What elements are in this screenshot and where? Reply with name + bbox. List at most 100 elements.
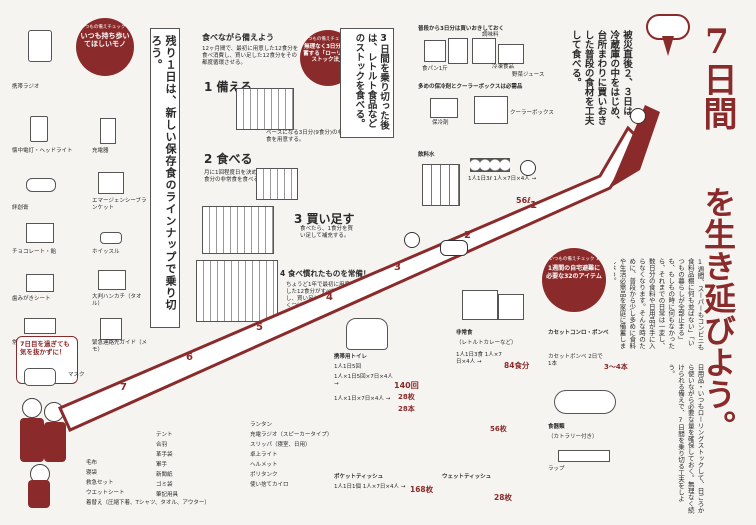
bottom-col1-2: 救急セット bbox=[86, 480, 114, 486]
bottom-list: 毛布 寝袋 救急セット ウエットシート 着替え（圧縮下着、Tシャツ、タオル、アウ… bbox=[86, 422, 346, 520]
right-item-2: ホイッスル bbox=[92, 249, 120, 255]
stock-packs-1 bbox=[236, 88, 294, 130]
track-number-1: 1 bbox=[530, 200, 537, 211]
track-number-5: 5 bbox=[256, 322, 263, 333]
right-body-text: 1週間、スーパーもコンビニも食料品棚に何も並ばない」「いつもの暮らしが全部止まる… bbox=[614, 258, 704, 352]
phrase-vertical: 残り１日は、新しい保存食のラインナップで乗り切ろう。 bbox=[150, 28, 180, 328]
fridge-item-2: 冷凍食品 bbox=[492, 64, 515, 70]
right-item-0: 充電器 bbox=[92, 148, 109, 154]
food-sub: （レトルトカレーなど） bbox=[456, 340, 517, 346]
rolling-stock: 食べながら備えよう 12ヶ月間で、最初に用意した12食分を食べ消費し、買い足した… bbox=[196, 30, 370, 360]
bottom-col3-2: スリッパ（寝室、日用） bbox=[250, 442, 311, 448]
right-body-text-2: 日用品・いつもローリングストックして、日ごろから使いながら必要な量を確保しておく… bbox=[626, 364, 704, 514]
rolling-intro-body: 12ヶ月間で、最初に用意した12食分を食べ消費し、買い足した12食分をその都度循… bbox=[202, 46, 299, 67]
blanket-icon bbox=[98, 172, 124, 194]
sticker-1: いつもの備えチェック 1 1週間の自宅避難に必要な32のアイテム bbox=[542, 248, 606, 312]
stock-packs-2 bbox=[256, 168, 298, 200]
sticker-2-main: 無理なく3日分を備蓄する「ローリングストック法」 bbox=[303, 44, 353, 64]
phrase3-text: 被災直後２、３日は、冷蔵庫の中をはじめ、台所まわりに買いおきした普段の食材を工夫… bbox=[569, 30, 632, 125]
medicine-icon bbox=[24, 318, 56, 334]
bottom-col2-6: 筆記用具 bbox=[156, 492, 179, 498]
water-note: 1人1日3ℓ 1人×7日×4人 → bbox=[468, 176, 537, 182]
figure-walker bbox=[404, 232, 420, 248]
bandage-icon bbox=[26, 178, 56, 192]
seasoning-icon bbox=[448, 38, 468, 64]
right-item-3: 大判ハンカチ（タオル） bbox=[92, 294, 142, 307]
food-can-icon bbox=[462, 290, 498, 320]
fridge-item-0: 食パン1斤 bbox=[422, 66, 448, 72]
whistle-icon bbox=[100, 232, 122, 244]
step3-body: 食べたら、1食分を買い足して補充する。 bbox=[300, 226, 353, 240]
phrase2: 3日間を乗り切った後は、レトルト食品などのストックを食べる。 bbox=[340, 28, 394, 138]
guide-icon bbox=[100, 318, 122, 340]
ice-label: 保冷剤 bbox=[432, 120, 449, 126]
flashlight-icon bbox=[30, 116, 48, 142]
toilet-row2: 1人×1日×7日×4人 → bbox=[334, 396, 391, 402]
family-heads bbox=[470, 158, 510, 172]
stock-packs-3 bbox=[202, 206, 274, 254]
gas-section: カセットコンロ・ボンベ カセットボンベ 2日で1本 3〜4本 bbox=[548, 330, 634, 390]
right-body-text-content: 1週間、スーパーもコンビニも食料品棚に何も並ばない」「いつもの暮らしが全部止まる… bbox=[614, 258, 704, 351]
bottom-col1-0: 毛布 bbox=[86, 460, 98, 466]
track-number-6: 6 bbox=[186, 352, 193, 363]
track-number-3: 3 bbox=[394, 262, 401, 273]
tissue-note: 1人1日1個 1人×7日×4人 → bbox=[334, 484, 406, 490]
bottom-col2-1: 合羽 bbox=[156, 442, 168, 448]
tissue-count: 168枚 bbox=[410, 485, 434, 494]
bottom-col2-4: 新聞紙 bbox=[156, 472, 173, 478]
toilet-count2: 28枚 bbox=[398, 393, 415, 401]
bottom-col2-0: テント bbox=[156, 432, 173, 438]
left-item-4: 歯みがきシート bbox=[12, 296, 51, 302]
toilet-sub: 1人1日5回 bbox=[334, 364, 361, 370]
bottom-col1-3: ウエットシート bbox=[86, 490, 125, 496]
left-item-0: 携帯ラジオ bbox=[12, 84, 40, 90]
fridge-title: 普段から3日分は買いおきしておく bbox=[418, 26, 504, 32]
sheet-icon bbox=[26, 274, 54, 292]
fridge-section: 普段から3日分は買いおきしておく 食パン1斤 調味料 冷凍食品 野菜ジュース 多… bbox=[418, 26, 554, 146]
supplies-count: 56枚 bbox=[490, 425, 507, 433]
track-number-4: 4 bbox=[326, 292, 333, 303]
sticker-3: いつもの備えチェック 3 いつも持ち歩いてほしいモノ bbox=[76, 18, 134, 76]
toilet-section: 携帯用トイレ 1人1日5回 1人×1日5回×7日×4人 → 140回 1人×1日… bbox=[334, 318, 426, 428]
track-number-7: 7 bbox=[120, 382, 127, 393]
supplies-section: 食器類 （カトラリー付き） ラップ 56枚 bbox=[490, 384, 638, 504]
sticker-3-main: いつも持ち歩いてほしいモノ bbox=[80, 32, 130, 49]
toilet-icon bbox=[346, 318, 388, 350]
towel-icon bbox=[98, 270, 126, 290]
mask-icon bbox=[24, 368, 56, 386]
frozen-icon bbox=[472, 38, 496, 64]
bottom-col3-0: ランタン bbox=[250, 422, 273, 428]
cooler-icon bbox=[474, 96, 508, 124]
chocolate-icon bbox=[26, 223, 54, 243]
food-title: 非常食 bbox=[456, 330, 473, 336]
step3-title: 3 買い足す bbox=[294, 212, 355, 226]
bottom-col3-3: 卓上ライト bbox=[250, 452, 278, 458]
figure-top bbox=[630, 108, 646, 124]
toilet-count: 140回 bbox=[394, 381, 419, 390]
stock-packs-4 bbox=[196, 260, 278, 322]
lightning-icon bbox=[662, 36, 674, 56]
step4-body: ちょうど1年で最初に用意した12食分がすべて消費し、買い足した12食分がとくつけ… bbox=[286, 282, 354, 310]
track-number-2: 2 bbox=[464, 230, 471, 241]
right-body-text-2-content: 日用品・いつもローリングストックして、日ごろから使いながら必要な量を確保しておく… bbox=[666, 364, 704, 514]
water-bottles bbox=[422, 164, 460, 206]
wet-title: ウェットティッシュ bbox=[442, 474, 492, 480]
water-title: 飲料水 bbox=[418, 152, 435, 158]
title-block: 7日間 を生き延びよう。 bbox=[640, 10, 750, 520]
bottom-col3-6: 使い捨てカイロ bbox=[250, 482, 289, 488]
title-top: 7日間 bbox=[697, 22, 737, 130]
tissue-section: ポケットティッシュ 1人1日1個 1人×7日×4人 → 168枚 ウェットティッ… bbox=[334, 474, 534, 522]
toilet-count3: 28本 bbox=[398, 405, 415, 413]
toilet-note: 1人×1日5回×7日×4人 → bbox=[334, 374, 393, 388]
bottom-col3-5: ポリタンク bbox=[250, 472, 278, 478]
supplies-title: 食器類 bbox=[548, 424, 565, 430]
gas-note: カセットボンベ 2日で1本 bbox=[548, 354, 603, 368]
cooler-label: クーラーボックス bbox=[510, 110, 554, 116]
bottom-col1-1: 寝袋 bbox=[86, 470, 98, 476]
radio-icon bbox=[28, 30, 52, 62]
sticker-1-main: 1週間の自宅避難に必要な32のアイテム bbox=[546, 265, 602, 280]
title-rest: を生き延びよう。 bbox=[699, 186, 737, 442]
dishes-icon bbox=[554, 390, 616, 414]
toilet-title: 携帯用トイレ bbox=[334, 354, 368, 360]
